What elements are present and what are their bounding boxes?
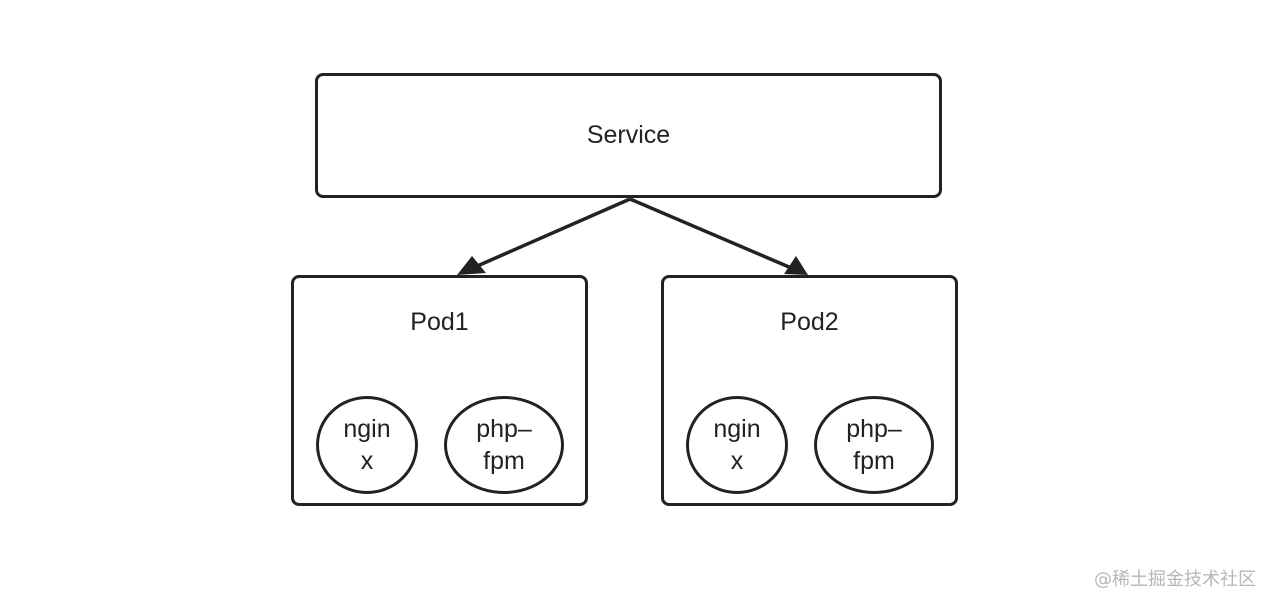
pod2-nginx-line1: ngin [713, 415, 761, 443]
pod1-nginx-container: ngin x [316, 396, 418, 494]
pod1-php-fpm-line1: php– [476, 415, 532, 443]
pod2-nginx-container: ngin x [686, 396, 788, 494]
edge-service-to-pod1 [474, 197, 631, 269]
arrowhead-pod2 [784, 256, 808, 275]
arrowhead-pod1 [457, 256, 486, 275]
watermark-text: @稀土掘金技术社区 [1094, 569, 1256, 590]
pod1-label: Pod1 [410, 308, 469, 336]
pod1-php-fpm-container: php– fpm [444, 396, 564, 494]
pod1-php-fpm-line2: fpm [483, 447, 525, 475]
pod1-nginx-line2: x [360, 447, 374, 475]
service-label: Service [586, 121, 671, 149]
pod1-nginx-line1: ngin [343, 415, 391, 443]
pod1-node: Pod1 ngin x php– fpm [291, 275, 588, 506]
pod2-php-fpm-container: php– fpm [814, 396, 934, 494]
pod2-nginx-line2: x [730, 447, 744, 475]
edge-service-to-pod2 [629, 197, 790, 269]
pod2-node: Pod2 ngin x php– fpm [661, 275, 958, 506]
service-node: Service [315, 73, 942, 198]
pod2-php-fpm-line2: fpm [853, 447, 895, 475]
pod2-php-fpm-line1: php– [846, 415, 902, 443]
pod2-label: Pod2 [780, 308, 839, 336]
